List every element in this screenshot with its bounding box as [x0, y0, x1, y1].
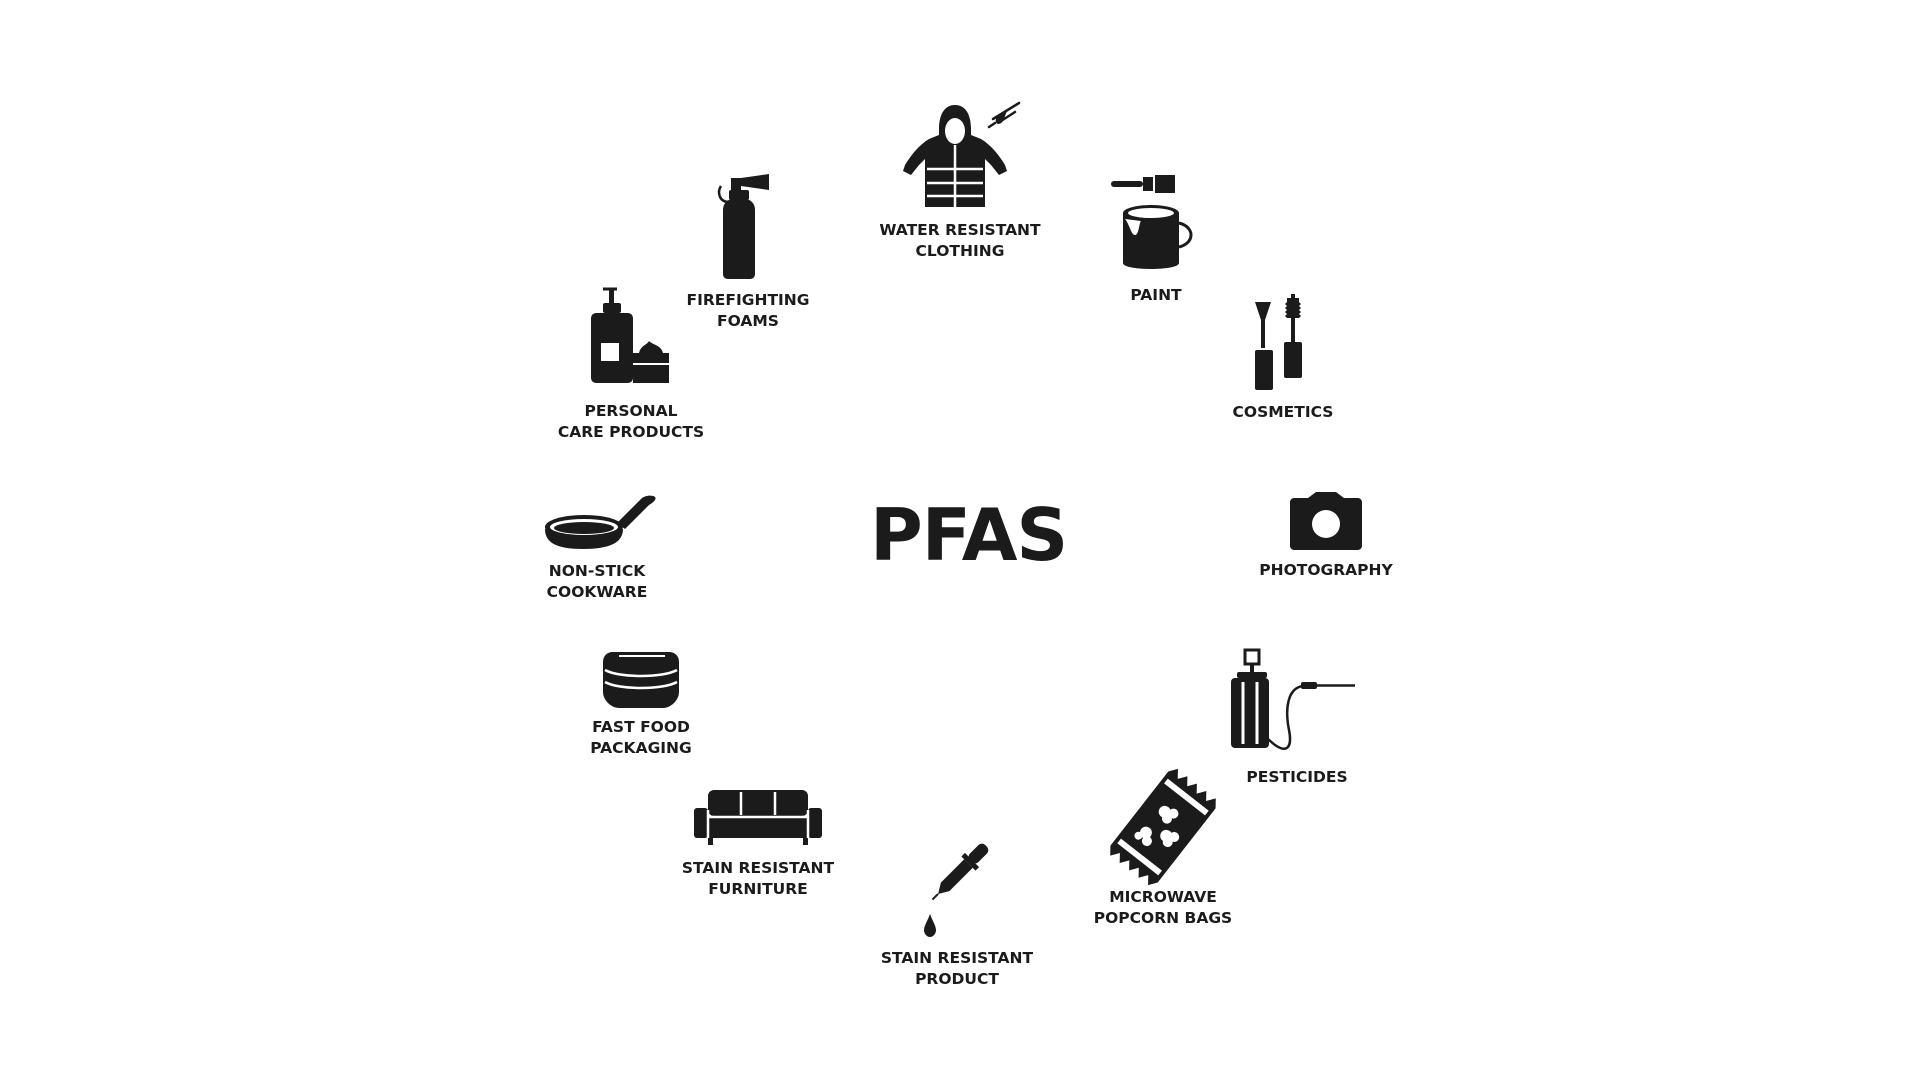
dropper-icon [924, 843, 989, 937]
item-label: STAIN RESISTANT PRODUCT [880, 949, 1034, 988]
pump-sprayer-icon [1231, 648, 1355, 750]
popcorn-bag-icon [1110, 768, 1216, 886]
item-label: PAINT [1130, 286, 1182, 304]
sofa-icon [694, 790, 822, 845]
item-label: PERSONAL CARE PRODUCTS [557, 402, 705, 441]
paint-can-brush-icon [1111, 175, 1193, 269]
mascara-lipgloss-icon [1255, 294, 1302, 390]
camera-icon [1290, 492, 1362, 550]
item-label: COSMETICS [1232, 403, 1334, 421]
item-label: FIREFIGHTING FOAMS [686, 291, 810, 330]
item-label: PESTICIDES [1246, 768, 1348, 786]
item-label: MICROWAVE POPCORN BAGS [1093, 888, 1233, 927]
item-label: PHOTOGRAPHY [1259, 561, 1393, 579]
item-label: WATER RESISTANT CLOTHING [879, 221, 1041, 260]
food-container-icon [603, 652, 679, 708]
diagram-title: PFAS [870, 493, 1068, 577]
item-label: NON-STICK COOKWARE [546, 562, 648, 601]
fire-extinguisher-icon [717, 174, 769, 279]
pump-bottle-jar-icon [591, 287, 669, 383]
item-label: FAST FOOD PACKAGING [590, 718, 692, 757]
item-label: STAIN RESISTANT FURNITURE [681, 859, 835, 898]
hooded-jacket-icon [903, 101, 1021, 207]
frying-pan-icon [545, 495, 656, 549]
